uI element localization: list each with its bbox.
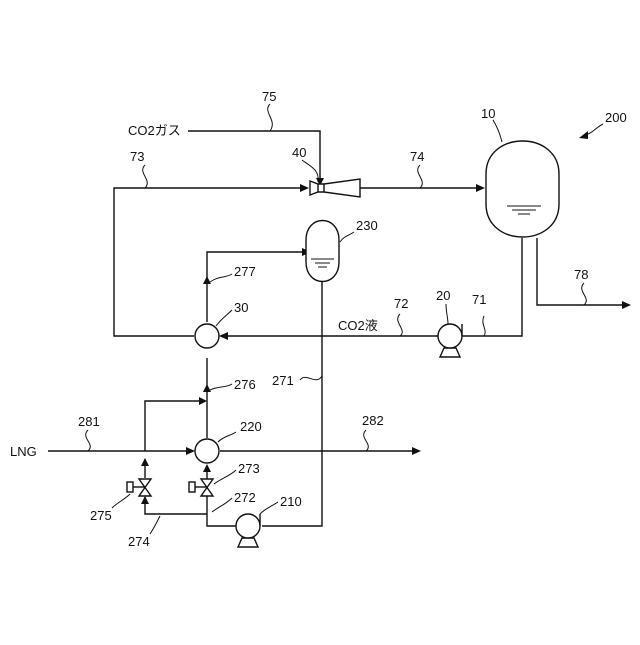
label-75: 75 bbox=[262, 89, 276, 104]
arrow-78 bbox=[622, 301, 631, 309]
label-277: 277 bbox=[234, 264, 256, 279]
mixer-30 bbox=[195, 324, 219, 348]
label-72: 72 bbox=[394, 296, 408, 311]
arrow-282 bbox=[412, 447, 421, 455]
label-30: 30 bbox=[234, 300, 248, 315]
leader-281 bbox=[86, 430, 91, 451]
leader-272 bbox=[212, 498, 232, 512]
label-10: 10 bbox=[481, 106, 495, 121]
label-lng: LNG bbox=[10, 444, 37, 459]
leader-20 bbox=[446, 304, 448, 324]
line-277 bbox=[207, 252, 302, 322]
leader-71 bbox=[483, 316, 485, 336]
leader-73 bbox=[143, 165, 148, 188]
leader-10 bbox=[493, 120, 502, 142]
pump-20 bbox=[438, 324, 462, 357]
label-co2-gas: CO2ガス bbox=[128, 123, 181, 138]
label-74: 74 bbox=[410, 149, 424, 164]
leader-275 bbox=[112, 494, 130, 508]
label-276: 276 bbox=[234, 377, 256, 392]
leader-30 bbox=[216, 310, 232, 326]
label-200: 200 bbox=[605, 110, 627, 125]
arrow-277-up bbox=[203, 276, 211, 284]
label-73: 73 bbox=[130, 149, 144, 164]
line-274-bypass-bottom bbox=[145, 497, 207, 514]
leader-276 bbox=[210, 384, 232, 390]
leader-200-arrowhead bbox=[579, 131, 588, 139]
label-281: 281 bbox=[78, 414, 100, 429]
line-71 bbox=[462, 238, 522, 336]
line-274-bypass-top bbox=[145, 401, 201, 451]
leader-220 bbox=[218, 432, 236, 442]
arrow-274-bottom bbox=[141, 496, 149, 504]
leader-271 bbox=[300, 376, 322, 380]
label-274: 274 bbox=[128, 534, 150, 549]
leader-75 bbox=[268, 104, 273, 131]
ejector-40 bbox=[310, 179, 360, 197]
pump-210 bbox=[236, 514, 260, 547]
mixer-220 bbox=[195, 439, 219, 463]
label-co2-liquid: CO2液 bbox=[338, 318, 378, 333]
label-230: 230 bbox=[356, 218, 378, 233]
valve-275 bbox=[127, 479, 151, 496]
label-20: 20 bbox=[436, 288, 450, 303]
label-40: 40 bbox=[292, 145, 306, 160]
leader-210 bbox=[260, 502, 278, 514]
line-271 bbox=[262, 281, 322, 526]
label-282: 282 bbox=[362, 413, 384, 428]
leader-277 bbox=[210, 274, 232, 282]
label-271: 271 bbox=[272, 373, 294, 388]
arrow-274-top bbox=[199, 397, 207, 405]
leader-230 bbox=[340, 232, 354, 242]
arrow-276 bbox=[203, 384, 211, 392]
tank-10 bbox=[486, 141, 559, 237]
leader-282 bbox=[364, 430, 369, 451]
label-220: 220 bbox=[240, 419, 262, 434]
leader-74 bbox=[418, 165, 423, 188]
leader-274 bbox=[150, 516, 160, 534]
arrow-72 bbox=[219, 332, 228, 340]
leader-72 bbox=[398, 314, 403, 336]
valve-273 bbox=[189, 479, 213, 496]
leader-273 bbox=[214, 470, 236, 484]
label-78: 78 bbox=[574, 267, 588, 282]
separator-230 bbox=[306, 221, 339, 282]
label-272: 272 bbox=[234, 490, 256, 505]
label-275: 275 bbox=[90, 508, 112, 523]
arrow-73 bbox=[300, 184, 309, 192]
arrow-74 bbox=[476, 184, 485, 192]
label-273: 273 bbox=[238, 461, 260, 476]
arrow-281 bbox=[186, 447, 195, 455]
label-71: 71 bbox=[472, 292, 486, 307]
leader-78 bbox=[582, 283, 587, 305]
label-210: 210 bbox=[280, 494, 302, 509]
arrow-275-up bbox=[141, 458, 149, 466]
leader-40 bbox=[302, 160, 318, 182]
arrow-272 bbox=[203, 464, 211, 472]
